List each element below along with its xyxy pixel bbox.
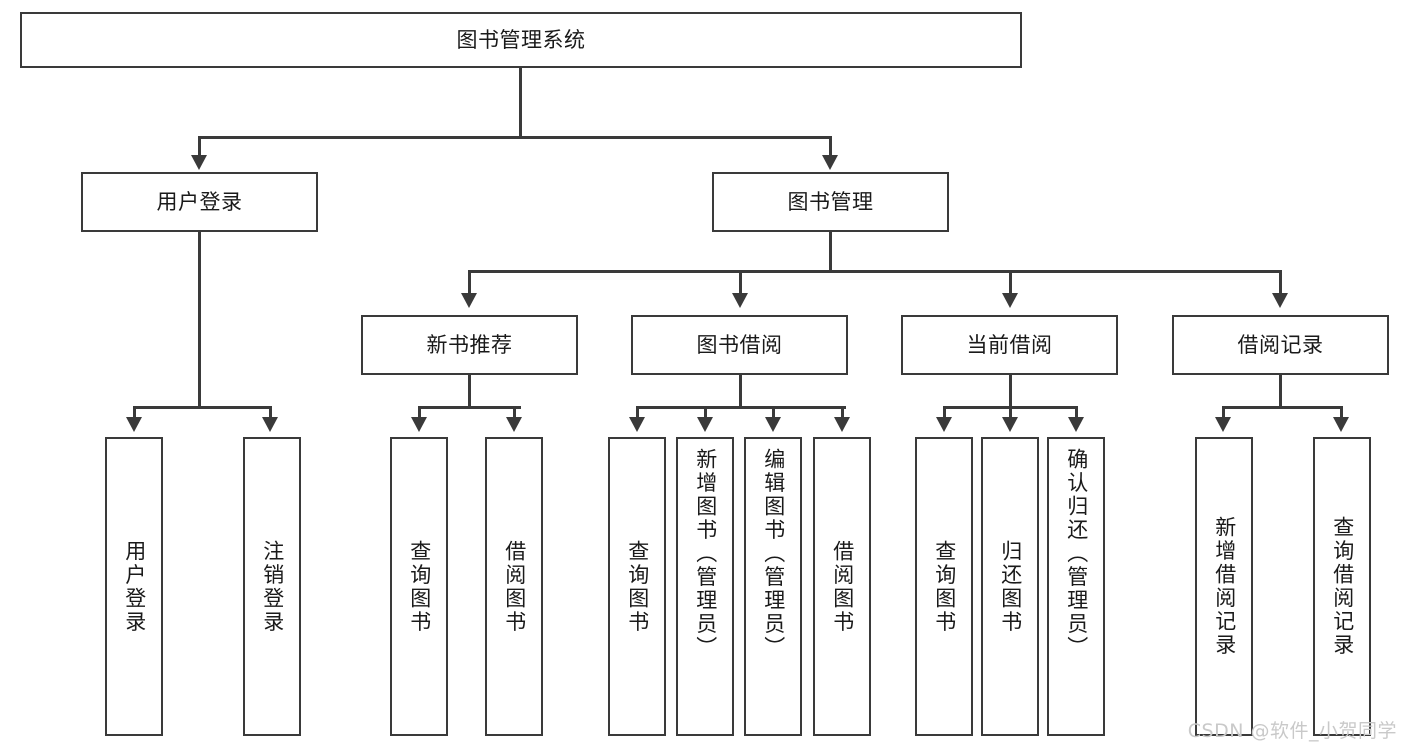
edge-to-current-borrow: [1009, 270, 1012, 295]
arrowhead-current-borrow-child-3: [1068, 417, 1084, 432]
edge-new-book-child-1: [418, 406, 421, 420]
leaf-book-borrow-add-book-admin[interactable]: 新增图书（管理员）: [676, 437, 734, 736]
node-root-system[interactable]: 图书管理系统: [20, 12, 1022, 68]
leaf-borrow-record-query-record[interactable]: 查询借阅记录: [1313, 437, 1371, 736]
node-label: 借阅图书: [502, 539, 527, 634]
node-label: 用户登录: [156, 189, 243, 214]
leaf-book-borrow-edit-book-admin[interactable]: 编辑图书（管理员）: [744, 437, 802, 736]
node-borrow-record[interactable]: 借阅记录: [1172, 315, 1389, 375]
node-current-borrow[interactable]: 当前借阅: [901, 315, 1118, 375]
arrowhead-current-borrow-child-2: [1002, 417, 1018, 432]
leaf-current-borrow-confirm-return-admin[interactable]: 确认归还（管理员）: [1047, 437, 1105, 736]
edge-book-borrow-child-1: [636, 406, 639, 420]
node-label: 查询图书: [932, 539, 957, 634]
node-label: 借阅图书: [830, 539, 855, 634]
edge-current-borrow-child-2: [1009, 406, 1012, 420]
leaf-new-book-borrow-books[interactable]: 借阅图书: [485, 437, 543, 736]
node-label: 新增借阅记录: [1212, 516, 1237, 657]
leaf-borrow-record-add-record[interactable]: 新增借阅记录: [1195, 437, 1253, 736]
leaf-book-borrow-query-books[interactable]: 查询图书: [608, 437, 666, 736]
leaf-new-book-query-books[interactable]: 查询图书: [390, 437, 448, 736]
edge-user-login-bus: [133, 406, 269, 409]
node-label: 当前借阅: [966, 332, 1053, 357]
edge-book-borrow-child-4: [841, 406, 844, 420]
arrowhead-current-borrow: [1002, 293, 1018, 308]
edge-current-borrow-child-3: [1075, 406, 1078, 420]
edge-to-new-book: [468, 270, 471, 295]
node-label: 查询图书: [625, 539, 650, 634]
arrowhead-new-book-child-2: [506, 417, 522, 432]
node-label: 新书推荐: [426, 332, 513, 357]
node-book-borrow[interactable]: 图书借阅: [631, 315, 848, 375]
edge-book-borrow-child-3: [772, 406, 775, 420]
node-label: 确认归还（管理员）: [1064, 448, 1089, 660]
arrowhead-book-borrow-child-4: [834, 417, 850, 432]
arrowhead-user-login: [191, 155, 207, 170]
edge-book-mgmt-down: [829, 232, 832, 272]
node-new-book-recommend[interactable]: 新书推荐: [361, 315, 578, 375]
edge-borrow-record-bus: [1222, 406, 1342, 409]
edge-new-book-down: [468, 375, 471, 408]
arrowhead-book-borrow: [732, 293, 748, 308]
node-user-login[interactable]: 用户登录: [81, 172, 318, 232]
leaf-current-borrow-query-books[interactable]: 查询图书: [915, 437, 973, 736]
arrowhead-borrow-record-child-1: [1215, 417, 1231, 432]
leaf-book-borrow-borrow-books[interactable]: 借阅图书: [813, 437, 871, 736]
edge-book-borrow-child-2: [704, 406, 707, 420]
node-label: 借阅记录: [1237, 332, 1324, 357]
arrowhead-borrow-record-child-2: [1333, 417, 1349, 432]
edge-root-bus: [198, 136, 832, 139]
arrowhead-new-book: [461, 293, 477, 308]
edge-current-borrow-down: [1009, 375, 1012, 408]
edge-current-borrow-child-1: [943, 406, 946, 420]
node-label: 图书管理: [787, 189, 874, 214]
edge-user-login-child-2: [269, 406, 272, 420]
edge-borrow-record-child-1: [1222, 406, 1225, 420]
edge-new-book-child-2: [513, 406, 516, 420]
edge-book-borrow-bus: [636, 406, 846, 409]
edge-user-login-down: [198, 232, 201, 408]
node-label: 用户登录: [122, 539, 147, 634]
node-book-management[interactable]: 图书管理: [712, 172, 949, 232]
arrowhead-book-borrow-child-3: [765, 417, 781, 432]
arrowhead-new-book-child-1: [411, 417, 427, 432]
leaf-current-borrow-return-books[interactable]: 归还图书: [981, 437, 1039, 736]
edge-to-user-login: [198, 136, 201, 158]
node-label: 编辑图书（管理员）: [761, 448, 786, 660]
edge-book-borrow-down: [739, 375, 742, 408]
node-label: 查询借阅记录: [1330, 516, 1355, 657]
leaf-user-login-login[interactable]: 用户登录: [105, 437, 163, 736]
arrowhead-borrow-record: [1272, 293, 1288, 308]
node-label: 新增图书（管理员）: [693, 448, 718, 660]
edge-borrow-record-child-2: [1340, 406, 1343, 420]
edge-to-book-borrow: [739, 270, 742, 295]
node-label: 归还图书: [998, 539, 1023, 634]
node-label: 查询图书: [407, 539, 432, 634]
edge-new-book-bus: [418, 406, 521, 409]
node-label: 图书管理系统: [456, 27, 586, 52]
edge-to-borrow-record: [1279, 270, 1282, 295]
edge-user-login-child-1: [133, 406, 136, 420]
arrowhead-user-login-child-1: [126, 417, 142, 432]
leaf-user-login-logout[interactable]: 注销登录: [243, 437, 301, 736]
arrowhead-current-borrow-child-1: [936, 417, 952, 432]
node-label: 注销登录: [260, 539, 285, 634]
arrowhead-book-borrow-child-1: [629, 417, 645, 432]
arrowhead-book-borrow-child-2: [697, 417, 713, 432]
node-label: 图书借阅: [696, 332, 783, 357]
edge-book-mgmt-bus: [468, 270, 1280, 273]
edge-root-down: [519, 68, 522, 138]
arrowhead-book-mgmt: [822, 155, 838, 170]
arrowhead-user-login-child-2: [262, 417, 278, 432]
edge-to-book-mgmt: [829, 136, 832, 158]
edge-borrow-record-down: [1279, 375, 1282, 408]
